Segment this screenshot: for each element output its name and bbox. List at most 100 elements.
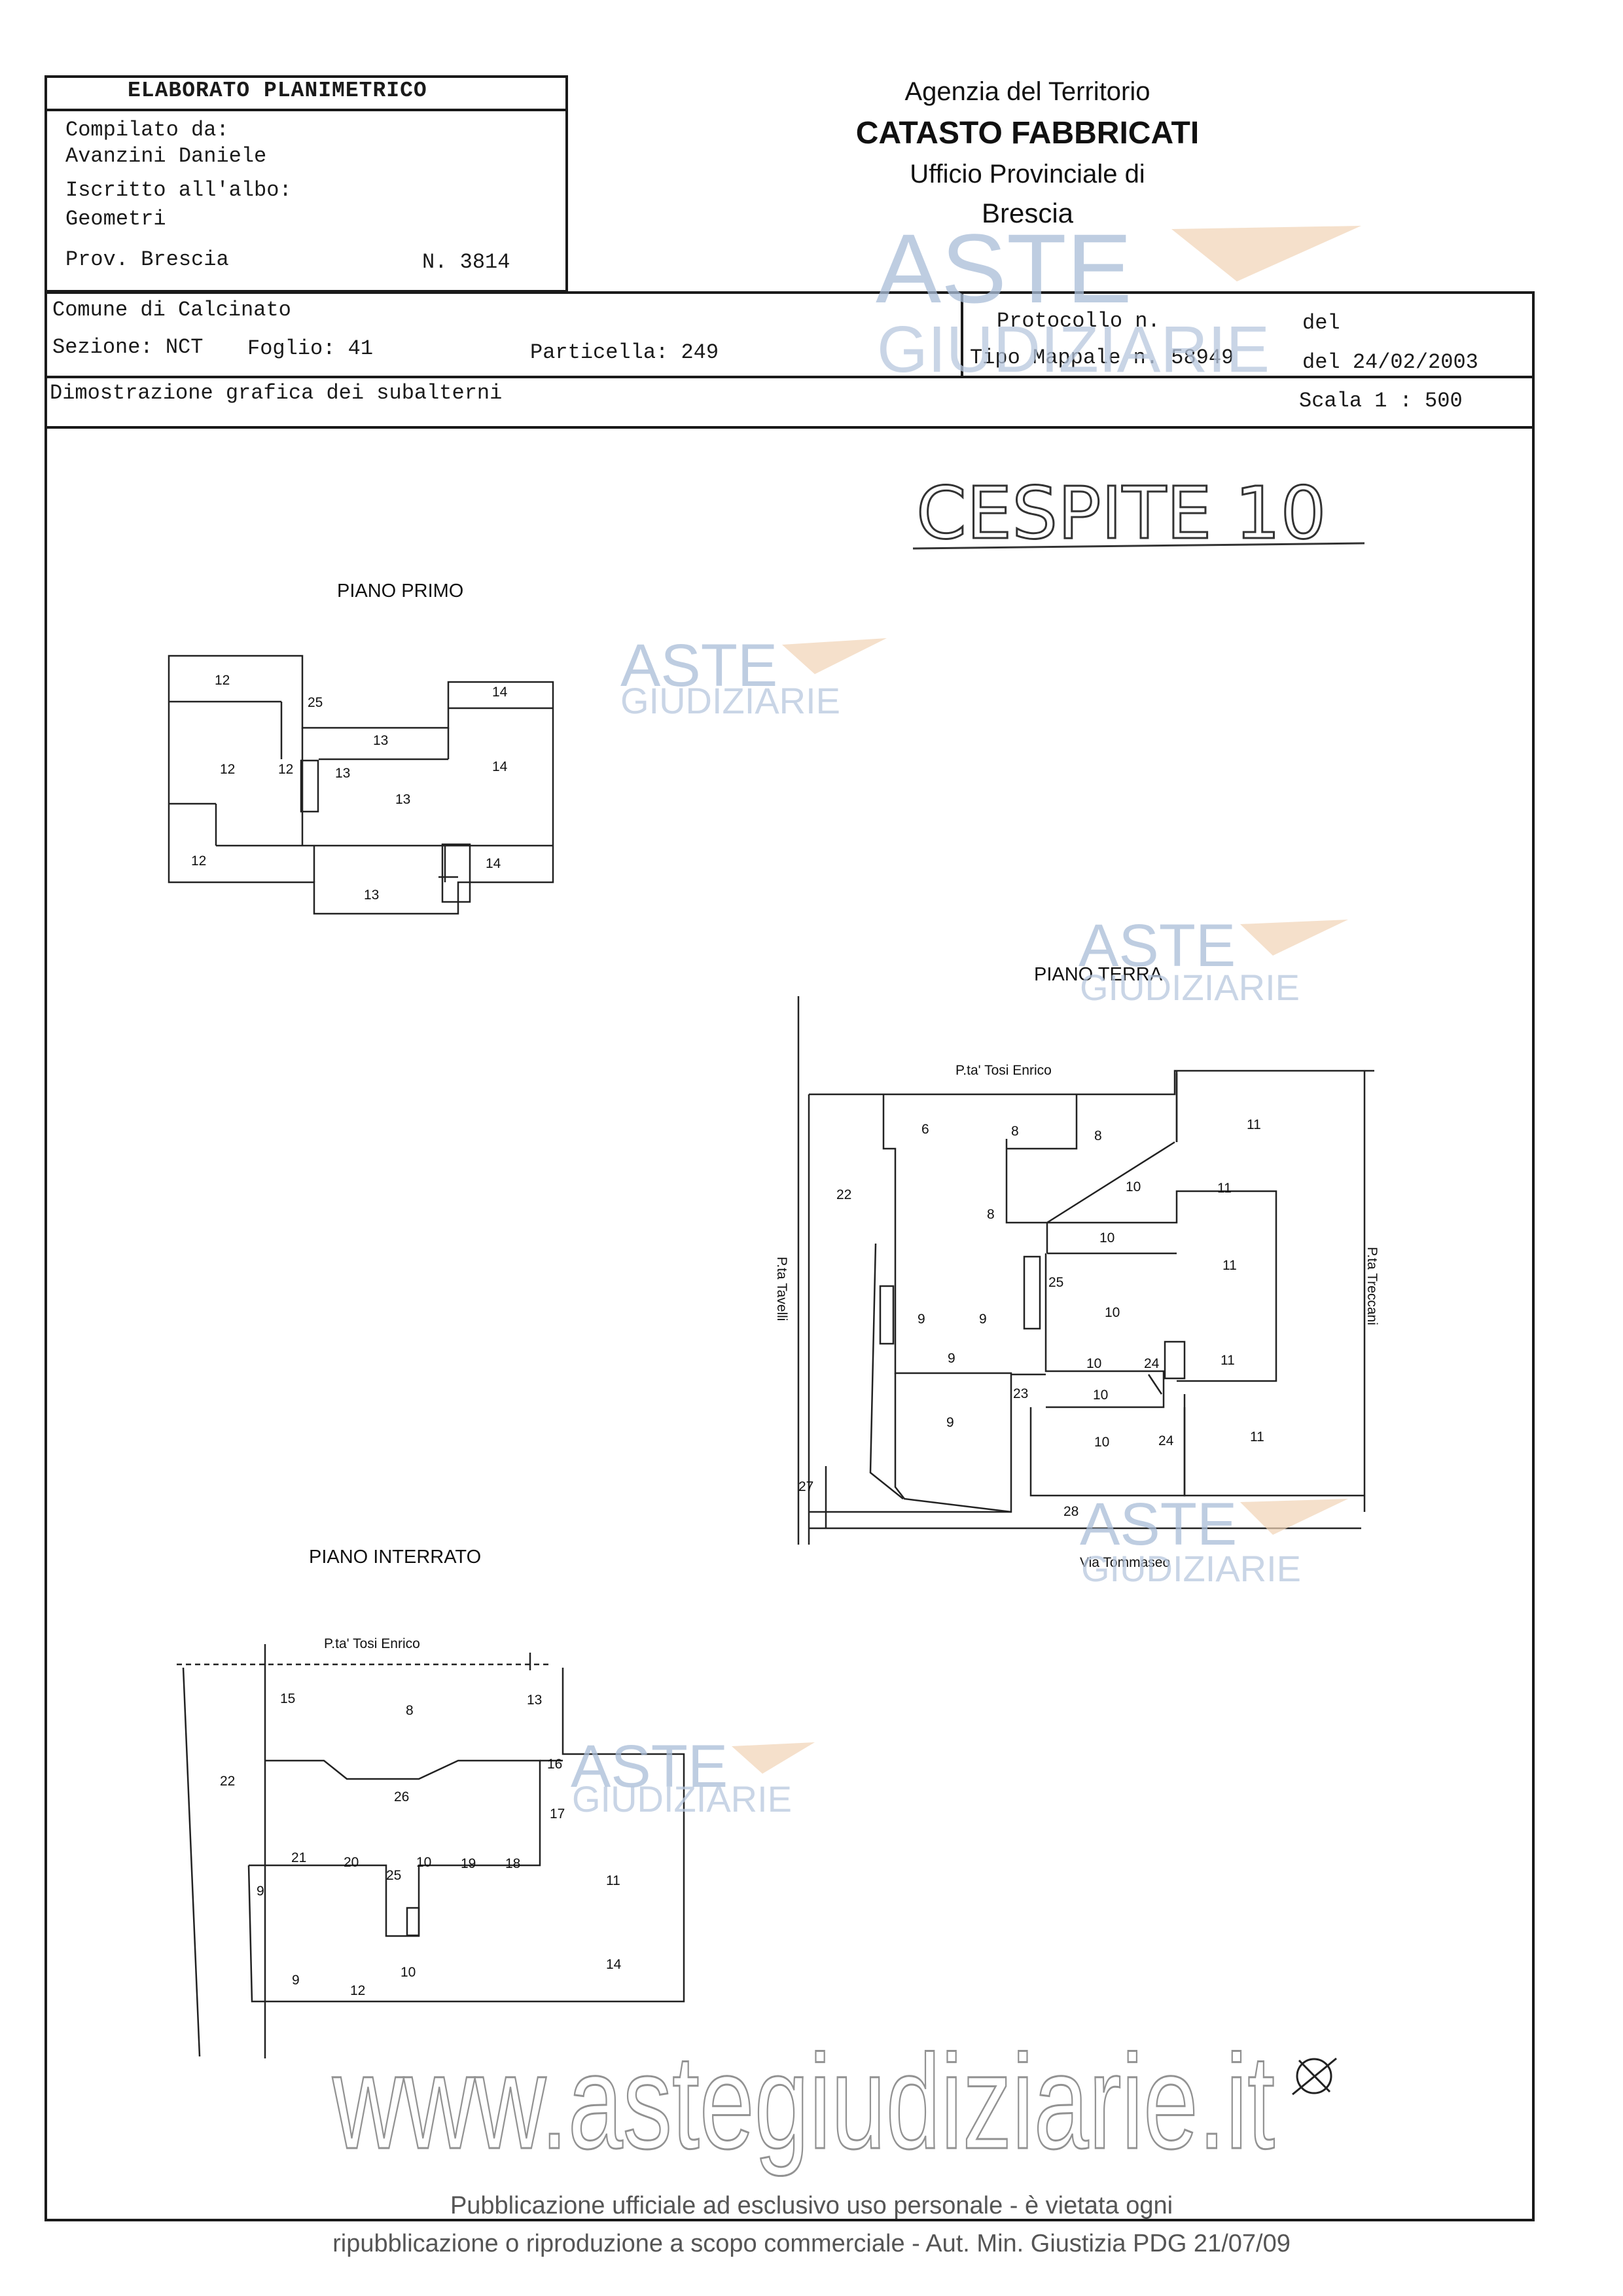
pi-label-11: 11 bbox=[606, 1873, 620, 1888]
pt-label-10b: 10 bbox=[1099, 1230, 1115, 1246]
pt-label-8a: 8 bbox=[1011, 1124, 1019, 1139]
pi-label-12: 12 bbox=[350, 1983, 365, 1998]
pi-label-16: 16 bbox=[547, 1757, 562, 1772]
agency-line1: Agenzia del Territorio bbox=[904, 77, 1150, 106]
svg-text:ASTE: ASTE bbox=[620, 632, 777, 699]
pt-label-11e: 11 bbox=[1250, 1429, 1264, 1444]
particella: Particella: 249 bbox=[530, 340, 719, 365]
footer-line1: Pubblicazione ufficiale ad esclusivo uso… bbox=[450, 2192, 1173, 2219]
footer-line2: ripubblicazione o riproduzione a scopo c… bbox=[332, 2230, 1291, 2257]
pp-label-12d: 12 bbox=[191, 853, 206, 869]
del-protocollo: del bbox=[1302, 311, 1340, 335]
pt-label-9b: 9 bbox=[979, 1312, 987, 1327]
pt-label-8b: 8 bbox=[1094, 1128, 1102, 1143]
piano-primo-title: PIANO PRIMO bbox=[337, 581, 463, 601]
pi-label-15: 15 bbox=[280, 1691, 295, 1706]
pt-label-8c: 8 bbox=[987, 1207, 995, 1222]
pi-label-20: 20 bbox=[344, 1855, 359, 1870]
compiled-name: Avanzini Daniele bbox=[65, 144, 267, 168]
piano-primo-plan bbox=[168, 655, 554, 915]
pt-label-25: 25 bbox=[1048, 1275, 1063, 1290]
piano-interrato-title: PIANO INTERRATO bbox=[309, 1547, 481, 1568]
cadastral-divider-h bbox=[45, 376, 1535, 378]
pt-label-24a: 24 bbox=[1144, 1356, 1160, 1371]
pi-street-top: P.ta' Tosi Enrico bbox=[324, 1636, 420, 1651]
pt-label-9c: 9 bbox=[948, 1351, 955, 1366]
pt-label-10f: 10 bbox=[1094, 1435, 1109, 1450]
pp-label-25: 25 bbox=[308, 695, 323, 710]
aste-watermark-2: ASTE GIUDIZIARIE bbox=[620, 632, 887, 721]
svg-text:GIUDIZIARIE: GIUDIZIARIE bbox=[1081, 1548, 1301, 1589]
registered-label: Iscritto all'albo: bbox=[65, 178, 292, 202]
registration-number: N. 3814 bbox=[422, 250, 510, 274]
compiled-label: Compilato da: bbox=[65, 118, 229, 142]
agency-line3: Ufficio Provinciale di bbox=[910, 160, 1145, 188]
pi-label-9a: 9 bbox=[257, 1884, 264, 1899]
pp-label-14b: 14 bbox=[492, 759, 508, 774]
pt-label-23: 23 bbox=[1013, 1386, 1028, 1401]
aste-watermark-4: ASTE GIUDIZIARIE bbox=[1080, 1491, 1348, 1589]
pt-label-10d: 10 bbox=[1086, 1356, 1101, 1371]
pt-label-6: 6 bbox=[921, 1122, 929, 1137]
svg-text:GIUDIZIARIE: GIUDIZIARIE bbox=[620, 680, 840, 721]
pt-label-10c: 10 bbox=[1105, 1305, 1120, 1320]
watermark-url: www.astegiudiziarie.it bbox=[332, 2027, 1275, 2177]
foglio: Foglio: 41 bbox=[247, 336, 374, 361]
prov-label: Prov. Brescia bbox=[65, 247, 229, 272]
pp-label-12a: 12 bbox=[215, 673, 230, 688]
svg-text:ASTE: ASTE bbox=[1079, 912, 1236, 979]
pp-label-13a: 13 bbox=[373, 733, 388, 748]
header-title-divider bbox=[45, 109, 568, 111]
pi-label-26: 26 bbox=[394, 1789, 409, 1804]
pp-label-14c: 14 bbox=[486, 856, 501, 871]
pt-label-11d: 11 bbox=[1221, 1353, 1235, 1368]
comune: Comune di Calcinato bbox=[52, 298, 291, 322]
pt-street-bottom: Via Tommaseo bbox=[1080, 1555, 1170, 1570]
del-tipo-mappale: del 24/02/2003 bbox=[1302, 350, 1478, 374]
pp-label-14a: 14 bbox=[492, 685, 508, 700]
tipo-mappale: Tipo Mappale n. 58949 bbox=[970, 346, 1234, 370]
pi-label-22: 22 bbox=[220, 1774, 235, 1789]
pi-label-8: 8 bbox=[406, 1703, 414, 1718]
registered-value: Geometri bbox=[65, 207, 166, 231]
aste-watermark-1: ASTE GIUDIZIARIE bbox=[876, 213, 1361, 386]
pt-label-10e: 10 bbox=[1093, 1388, 1108, 1403]
pp-label-12c: 12 bbox=[278, 762, 293, 777]
pp-label-13d: 13 bbox=[364, 888, 379, 903]
svg-text:ASTE: ASTE bbox=[1080, 1491, 1237, 1558]
pi-label-21: 21 bbox=[291, 1850, 306, 1865]
pt-street-left: P.ta Tavelli bbox=[774, 1257, 789, 1321]
pi-label-10a: 10 bbox=[416, 1855, 431, 1870]
pp-label-13b: 13 bbox=[335, 766, 350, 781]
pt-label-9a: 9 bbox=[918, 1312, 925, 1327]
svg-text:GIUDIZIARIE: GIUDIZIARIE bbox=[572, 1778, 792, 1820]
cespite-annotation: CESPITE 10 bbox=[916, 471, 1327, 555]
drawing-frame bbox=[45, 427, 1535, 2221]
svg-text:GIUDIZIARIE: GIUDIZIARIE bbox=[1080, 967, 1300, 1008]
pt-label-10a: 10 bbox=[1126, 1179, 1141, 1194]
pi-label-18: 18 bbox=[505, 1856, 520, 1871]
dimostrazione-grafica: Dimostrazione grafica dei subalterni bbox=[50, 381, 503, 405]
pi-label-17: 17 bbox=[550, 1806, 565, 1821]
svg-text:GIUDIZIARIE: GIUDIZIARIE bbox=[877, 313, 1270, 386]
scala: Scala 1 : 500 bbox=[1299, 389, 1463, 413]
pt-label-24b: 24 bbox=[1158, 1433, 1174, 1448]
pt-street-right: P.ta Treccani bbox=[1364, 1247, 1380, 1325]
pi-label-10b: 10 bbox=[401, 1965, 416, 1980]
pi-label-13: 13 bbox=[527, 1693, 542, 1708]
pt-street-top: P.ta' Tosi Enrico bbox=[955, 1063, 1052, 1078]
header-title: ELABORATO PLANIMETRICO bbox=[128, 79, 427, 103]
pi-label-25: 25 bbox=[386, 1868, 401, 1883]
cespite-underline bbox=[912, 542, 1365, 550]
piano-interrato-plan bbox=[177, 1644, 685, 2058]
pt-label-11c: 11 bbox=[1222, 1258, 1237, 1273]
agency-line2: CATASTO FABBRICATI bbox=[855, 116, 1200, 151]
pt-label-27: 27 bbox=[798, 1479, 813, 1494]
north-arrow-icon bbox=[1292, 2057, 1337, 2096]
agency-line4: Brescia bbox=[981, 198, 1074, 228]
protocollo: Protocollo n. bbox=[997, 309, 1160, 333]
pp-label-12b: 12 bbox=[220, 762, 235, 777]
pt-label-9d: 9 bbox=[946, 1415, 954, 1430]
aste-watermark-3: ASTE GIUDIZIARIE bbox=[1079, 912, 1348, 1008]
